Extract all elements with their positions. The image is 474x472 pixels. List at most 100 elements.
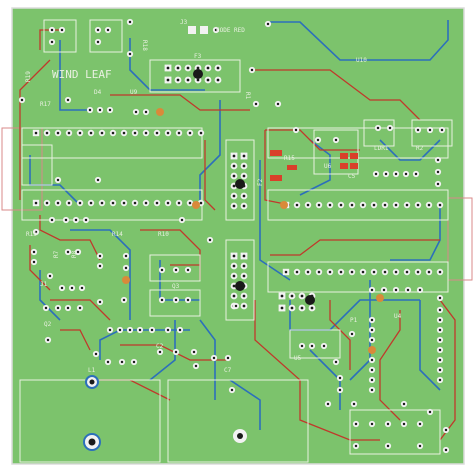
- connector-outline-right: [447, 197, 473, 281]
- pad-hole: [280, 306, 284, 310]
- pad-hole: [418, 288, 422, 292]
- pad-hole: [232, 164, 236, 168]
- pad-hole: [405, 270, 409, 274]
- pad-hole: [438, 328, 442, 332]
- pad-hole: [414, 172, 418, 176]
- label-c5: C5: [348, 173, 356, 180]
- pad-hole: [166, 66, 170, 70]
- pad-hole: [194, 364, 198, 368]
- label-r18: R18: [141, 40, 148, 51]
- pad-hole: [66, 98, 70, 102]
- pad-hole: [208, 238, 212, 242]
- pad-hole: [242, 154, 246, 158]
- pad-hole: [242, 304, 246, 308]
- label-j1: J1: [40, 281, 48, 288]
- label-f2: F2: [257, 178, 264, 186]
- pad-hole: [280, 294, 284, 298]
- pad-hole: [428, 410, 432, 414]
- pad-hole: [78, 201, 82, 205]
- pad-hole: [350, 332, 354, 336]
- pad-hole: [177, 131, 181, 135]
- pad-hole: [34, 230, 38, 234]
- pad-hole: [108, 108, 112, 112]
- pad-hole: [192, 350, 196, 354]
- pad-hole: [111, 201, 115, 205]
- pad-hole: [394, 172, 398, 176]
- pad-hole: [100, 131, 104, 135]
- pad-hole: [361, 203, 365, 207]
- pad-hole: [212, 356, 216, 360]
- pad-hole: [124, 266, 128, 270]
- pad-hole: [376, 126, 380, 130]
- pad-hole: [56, 306, 60, 310]
- pad-hole: [144, 110, 148, 114]
- pad-hole: [350, 270, 354, 274]
- pad-hole: [166, 131, 170, 135]
- pad-hole: [56, 178, 60, 182]
- label-r10: R10: [158, 231, 169, 238]
- pad-hole: [328, 270, 332, 274]
- pad-hole: [32, 250, 36, 254]
- pad-hole: [56, 131, 60, 135]
- pad-hole: [322, 344, 326, 348]
- pad-hole: [300, 306, 304, 310]
- pad-hole: [84, 218, 88, 222]
- label-r8: R8: [71, 250, 78, 258]
- pad-hole: [338, 376, 342, 380]
- pad-hole: [394, 270, 398, 274]
- pad-hole: [436, 182, 440, 186]
- pad-hole: [370, 358, 374, 362]
- pad-hole: [150, 328, 154, 332]
- pad-hole: [96, 178, 100, 182]
- pad-hole: [64, 218, 68, 222]
- pad-hole: [186, 66, 190, 70]
- pad-hole: [118, 328, 122, 332]
- pad-hole: [174, 268, 178, 272]
- pad-hole: [166, 201, 170, 205]
- pad-hole: [232, 284, 236, 288]
- pad-hole: [67, 131, 71, 135]
- pad-hole: [177, 201, 181, 205]
- pad-hole: [232, 184, 236, 188]
- pad-hole: [372, 270, 376, 274]
- pad-hole: [88, 108, 92, 112]
- pad-hole: [178, 328, 182, 332]
- pad-hole: [370, 388, 374, 392]
- label-l1: L1: [88, 367, 96, 374]
- label-c7: C7: [224, 367, 232, 374]
- pad-hole: [89, 131, 93, 135]
- via-center-4: [305, 295, 315, 305]
- label-q3: Q3: [172, 283, 180, 290]
- pad-hole: [242, 274, 246, 278]
- pad-hole: [405, 203, 409, 207]
- pad-hole: [438, 203, 442, 207]
- pad-hole: [242, 164, 246, 168]
- pad-hole: [370, 378, 374, 382]
- pad-hole: [70, 286, 74, 290]
- pad-hole: [317, 270, 321, 274]
- pad-hole: [120, 360, 124, 364]
- pad-hole: [122, 298, 126, 302]
- via-center-2: [235, 179, 245, 189]
- pad-hole: [310, 306, 314, 310]
- pad-hole: [176, 66, 180, 70]
- pad-hole: [250, 68, 254, 72]
- pad-hole: [45, 131, 49, 135]
- pad-hole: [316, 138, 320, 142]
- pad-hole: [196, 78, 200, 82]
- pad-hole: [106, 28, 110, 32]
- pad-hole: [339, 203, 343, 207]
- pad-hole: [328, 203, 332, 207]
- pad-hole: [74, 218, 78, 222]
- orange-pad-6: [368, 346, 376, 354]
- special-pads: [83, 69, 384, 451]
- pad-hole: [352, 402, 356, 406]
- pad-hole: [98, 254, 102, 258]
- pad-hole: [80, 286, 84, 290]
- label-r14: R14: [112, 231, 123, 238]
- pad-hole: [128, 20, 132, 24]
- pad-hole: [234, 304, 238, 308]
- label-p1: P1: [350, 317, 358, 324]
- pad-hole: [66, 306, 70, 310]
- pad-hole: [438, 270, 442, 274]
